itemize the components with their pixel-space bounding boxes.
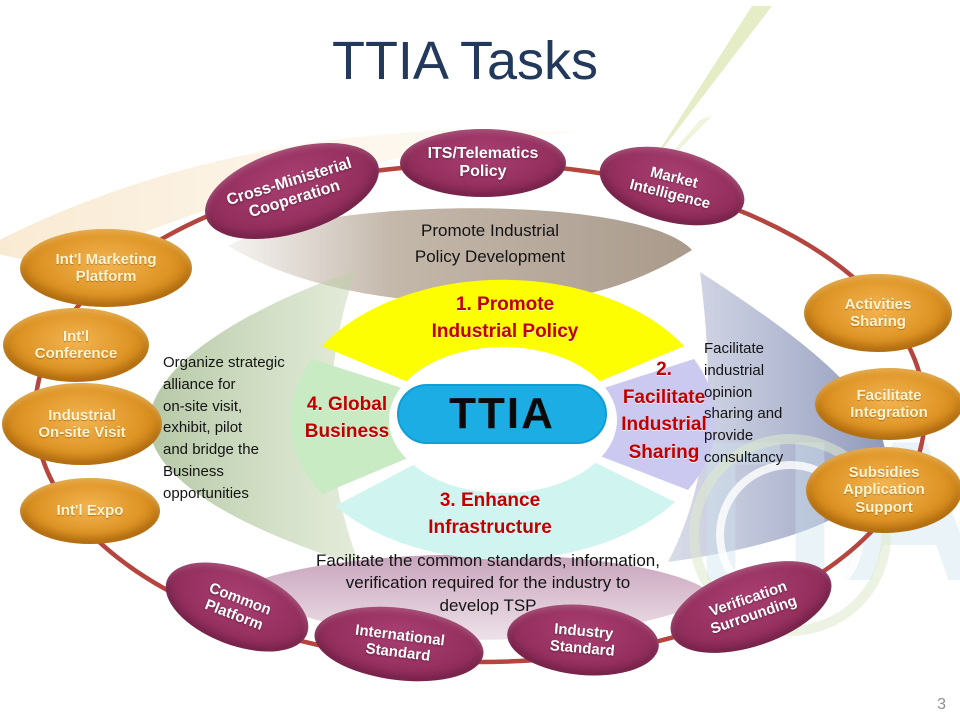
chevron-left bbox=[149, 270, 360, 566]
page-number: 3 bbox=[937, 696, 946, 713]
node-industrial-onsite-visit: Industrial On-site Visit bbox=[2, 383, 162, 465]
description-top: Promote Industrial Policy Development bbox=[414, 221, 566, 267]
petal-global-business bbox=[290, 359, 408, 494]
green-streak-decoration bbox=[648, 6, 772, 168]
quadrant-label-global-business: 4. Global Business bbox=[304, 394, 390, 442]
petal-facilitate-sharing bbox=[600, 359, 716, 490]
slide-title: TTIA Tasks bbox=[331, 31, 599, 91]
quadrant-label-facilitate-sharing: 2. Facilitate Industrial Sharing bbox=[621, 359, 707, 463]
node-activities-sharing: Activities Sharing bbox=[804, 274, 952, 352]
node-intl-conference: Int'l Conference bbox=[3, 308, 149, 382]
node-subsidies-application-support: Subsidies Application Support bbox=[806, 447, 960, 533]
center-ttia-pill: TTIA bbox=[397, 384, 607, 444]
quadrant-label-promote-policy: 1. Promote Industrial Policy bbox=[431, 294, 579, 342]
description-bottom: Facilitate the common standards, informa… bbox=[316, 551, 660, 615]
petal-enhance-infrastructure bbox=[335, 462, 675, 560]
quadrant-label-enhance-infrastructure: 3. Enhance Infrastructure bbox=[428, 490, 552, 538]
petal-promote-policy bbox=[322, 279, 684, 382]
description-left: Organize strategic alliance for on-site … bbox=[163, 354, 285, 502]
node-intl-marketing-platform: Int'l Marketing Platform bbox=[20, 229, 192, 307]
node-intl-expo: Int'l Expo bbox=[20, 478, 160, 544]
node-facilitate-integration: Facilitate Integration bbox=[815, 368, 960, 440]
description-right: Facilitate industrial opinion sharing an… bbox=[704, 340, 784, 466]
node-its-telematics-policy: ITS/Telematics Policy bbox=[400, 129, 566, 197]
